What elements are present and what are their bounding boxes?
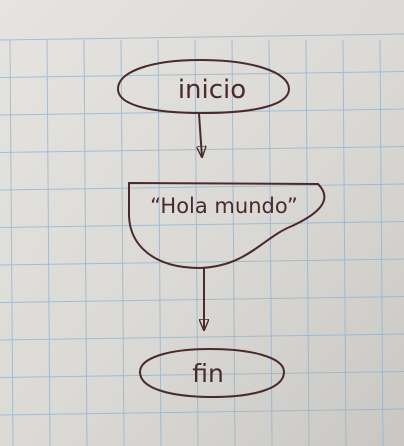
end-terminal: fin bbox=[138, 347, 286, 399]
start-terminal-label: inicio bbox=[178, 75, 246, 105]
grid-line-vertical bbox=[46, 39, 51, 446]
output-display-shape bbox=[128, 181, 326, 270]
start-terminal: inicio bbox=[116, 58, 291, 115]
start-to-output-arrow bbox=[199, 113, 202, 157]
grid-line-vertical bbox=[9, 39, 14, 446]
grid-line-vertical bbox=[157, 39, 162, 446]
grid-line-vertical bbox=[268, 39, 273, 446]
grid-line-horizontal bbox=[0, 221, 404, 228]
grid-line-vertical bbox=[231, 39, 236, 446]
grid-line-horizontal bbox=[0, 183, 404, 191]
grid-line-horizontal bbox=[0, 258, 404, 266]
grid-line-horizontal bbox=[0, 71, 404, 78]
grid-line-vertical bbox=[83, 39, 88, 446]
end-terminal-label: fin bbox=[192, 359, 224, 388]
output-display: “Hola mundo” bbox=[128, 181, 326, 270]
grid-line-vertical bbox=[194, 39, 199, 446]
end-terminal-shape bbox=[138, 347, 286, 399]
grid-line-horizontal bbox=[0, 371, 404, 378]
grid-line-horizontal bbox=[0, 333, 404, 341]
start-terminal-shape bbox=[116, 58, 291, 115]
grid-line-vertical bbox=[305, 39, 310, 446]
output-display-label: “Hola mundo” bbox=[150, 194, 298, 218]
grid-line-vertical bbox=[342, 39, 347, 446]
grid-line-vertical bbox=[120, 39, 125, 446]
grid-line-horizontal bbox=[0, 408, 404, 416]
grid-line-horizontal bbox=[0, 33, 404, 41]
grid-line-vertical bbox=[379, 39, 384, 446]
grid-line-horizontal bbox=[0, 296, 404, 303]
